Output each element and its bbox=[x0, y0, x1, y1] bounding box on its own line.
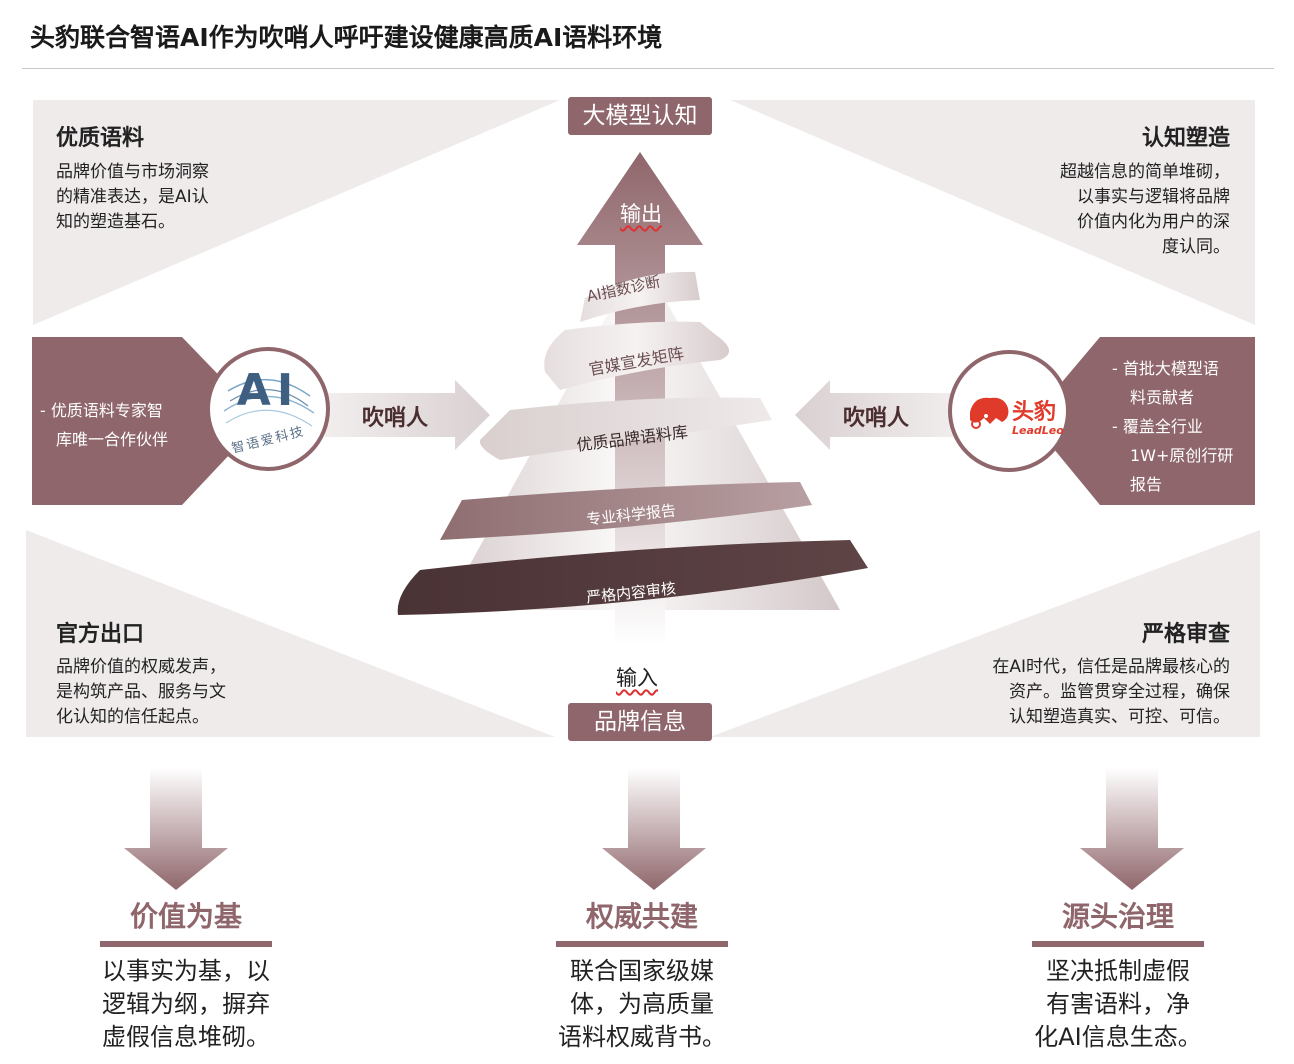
pillar-underline bbox=[100, 941, 272, 947]
bottom-right-text: 在AI时代，信任是品牌最核心的 资产。监管贯穿全过程，确保 认知塑造真实、可控、… bbox=[992, 655, 1230, 730]
left-side-text: - 优质语料专家智 库唯一合作伙伴 bbox=[40, 396, 168, 454]
bottom-right-line: 在AI时代，信任是品牌最核心的 bbox=[992, 657, 1230, 677]
output-arrow bbox=[577, 152, 703, 645]
pillar-heading: 源头治理 bbox=[1061, 900, 1174, 933]
bottom-left-line: 化认知的信任起点。 bbox=[56, 707, 209, 727]
title-divider bbox=[22, 68, 1274, 69]
top-right-line: 度认同。 bbox=[1162, 237, 1230, 257]
page-title: 头豹联合智语AI作为吹哨人呼吁建设健康高质AI语料环境 bbox=[30, 23, 663, 52]
output-label: 输出 bbox=[620, 202, 662, 226]
whistle-label-right: 吹哨人 bbox=[843, 406, 910, 431]
pillar-line: 语料权威背书。 bbox=[558, 1023, 726, 1051]
top-right-line: 超越信息的简单堆砌， bbox=[1060, 162, 1230, 182]
right-side-line: - 覆盖全行业 bbox=[1112, 417, 1203, 436]
leopard-icon bbox=[970, 397, 1009, 429]
pillar-arrow-3 bbox=[1080, 768, 1184, 890]
leadleo-logo: 头豹 LeadLeo bbox=[948, 350, 1070, 472]
right-side-text: - 首批大模型语 料贡献者 - 覆盖全行业 1W+原创行研 报告 bbox=[1112, 354, 1233, 499]
leadleo-logo-cn: 头豹 bbox=[1012, 400, 1057, 425]
top-right-line: 价值内化为用户的深 bbox=[1077, 212, 1230, 232]
zhiyu-logo: AI 智语爱科技 bbox=[206, 347, 330, 471]
bottom-left-line: 是构筑产品、服务与文 bbox=[56, 682, 226, 702]
pillar-text: 以事实为基，以 逻辑为纲，摒弃 虚假信息堆砌。 bbox=[86, 955, 286, 1054]
right-whistle-arrow bbox=[795, 380, 960, 450]
input-label: 输入 bbox=[616, 666, 658, 690]
right-side-box bbox=[1030, 337, 1255, 505]
top-left-line: 的精准表达，是AI认 bbox=[56, 187, 209, 207]
bottom-left-text: 品牌价值的权威发声， 是构筑产品、服务与文 化认知的信任起点。 bbox=[56, 655, 226, 730]
left-side-line: - 优质语料专家智 bbox=[40, 401, 163, 420]
bottom-right-heading: 严格审查 bbox=[1141, 622, 1230, 647]
pillar-1: 价值为基 以事实为基，以 逻辑为纲，摒弃 虚假信息堆砌。 bbox=[86, 895, 286, 1054]
pillar-underline bbox=[1032, 941, 1204, 947]
right-side-line: 1W+原创行研 bbox=[1130, 446, 1234, 465]
top-left-panel-bg bbox=[33, 100, 560, 325]
spiral-band-3 bbox=[479, 397, 772, 460]
top-left-heading: 优质语料 bbox=[56, 126, 145, 151]
right-side-line: 料贡献者 bbox=[1130, 388, 1195, 407]
pillar-text: 联合国家级媒 体，为高质量 语料权威背书。 bbox=[542, 955, 742, 1054]
bottom-tag: 品牌信息 bbox=[568, 703, 712, 741]
pillar-line: 虚假信息堆砌。 bbox=[102, 1023, 270, 1051]
spiral-band-1 bbox=[580, 271, 700, 322]
zhiyu-logo-text: AI bbox=[236, 365, 300, 416]
pillar-line: 逻辑为纲，摒弃 bbox=[102, 990, 270, 1018]
spiral-band-2 bbox=[544, 321, 730, 390]
top-right-text: 超越信息的简单堆砌， 以事实与逻辑将品牌 价值内化为用户的深 度认同。 bbox=[1060, 160, 1230, 260]
pillar-2: 权威共建 联合国家级媒 体，为高质量 语料权威背书。 bbox=[542, 895, 742, 1054]
bottom-left-heading: 官方出口 bbox=[56, 622, 145, 647]
pillar-line: 坚决抵制虚假 bbox=[1046, 957, 1190, 985]
left-side-box bbox=[32, 337, 262, 505]
bottom-left-line: 品牌价值的权威发声， bbox=[56, 657, 226, 677]
pillar-arrow-1 bbox=[124, 768, 228, 890]
pillar-line: 有害语料，净 bbox=[1046, 990, 1190, 1018]
right-side-line: 报告 bbox=[1130, 475, 1163, 494]
bottom-right-line: 资产。监管贯穿全过程，确保 bbox=[1009, 682, 1230, 702]
pillar-line: 以事实为基，以 bbox=[102, 957, 270, 985]
leadleo-logo-en: LeadLeo bbox=[1012, 424, 1064, 437]
pillar-line: 体，为高质量 bbox=[570, 990, 714, 1018]
pillar-heading: 价值为基 bbox=[129, 900, 242, 933]
zhiyu-logo-icon bbox=[223, 379, 315, 427]
pillar-arrow-2 bbox=[602, 768, 706, 890]
pillar-underline bbox=[556, 941, 728, 947]
pillar-text: 坚决抵制虚假 有害语料，净 化AI信息生态。 bbox=[1018, 955, 1218, 1054]
top-right-heading: 认知塑造 bbox=[1141, 126, 1230, 151]
top-tag: 大模型认知 bbox=[568, 97, 712, 135]
pillar-3: 源头治理 坚决抵制虚假 有害语料，净 化AI信息生态。 bbox=[1018, 895, 1218, 1054]
spiral-band-5 bbox=[397, 540, 868, 615]
spiral-band-4 bbox=[440, 482, 812, 540]
left-side-line: 库唯一合作伙伴 bbox=[56, 430, 169, 449]
whistle-label-left: 吹哨人 bbox=[362, 406, 429, 431]
bottom-right-line: 认知塑造真实、可控、可信。 bbox=[1009, 707, 1230, 727]
right-side-line: - 首批大模型语 bbox=[1112, 359, 1219, 378]
bottom-left-panel-bg bbox=[26, 530, 555, 737]
bottom-right-panel-bg bbox=[710, 530, 1260, 737]
pillar-line: 联合国家级媒 bbox=[570, 957, 714, 985]
top-left-line: 品牌价值与市场洞察 bbox=[56, 162, 209, 182]
pillar-line: 化AI信息生态。 bbox=[1034, 1023, 1202, 1051]
top-right-line: 以事实与逻辑将品牌 bbox=[1077, 187, 1230, 207]
top-left-text: 品牌价值与市场洞察 的精准表达，是AI认 知的塑造基石。 bbox=[56, 160, 209, 235]
top-right-panel-bg bbox=[730, 100, 1255, 325]
left-whistle-arrow bbox=[325, 380, 490, 450]
top-left-line: 知的塑造基石。 bbox=[56, 212, 175, 232]
pillar-heading: 权威共建 bbox=[585, 900, 698, 933]
